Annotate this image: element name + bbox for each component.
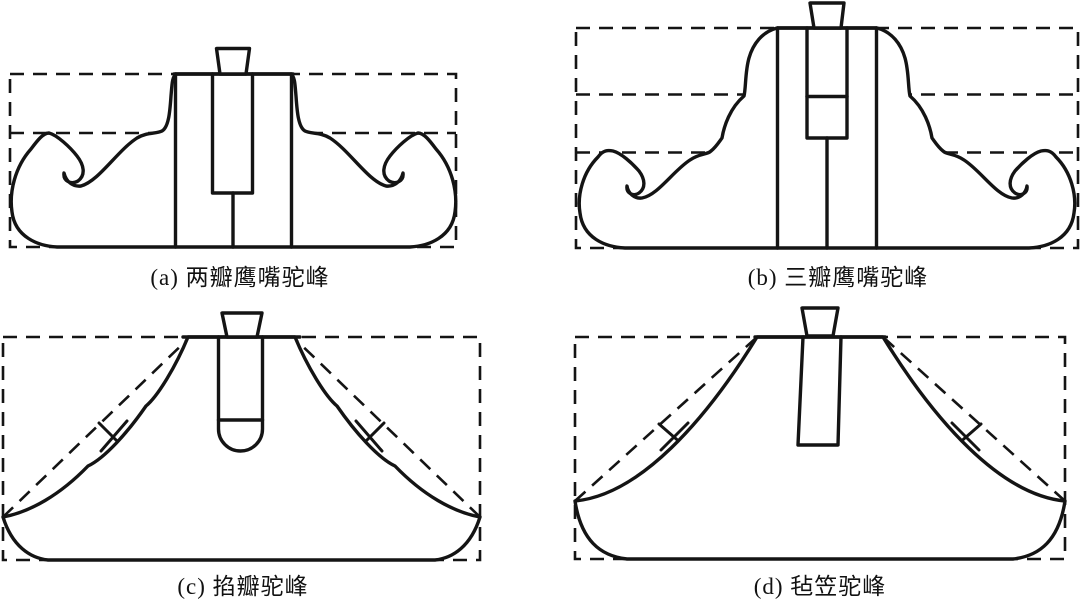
diagonal-left-dashed-d <box>574 336 758 502</box>
panel-c-drawing <box>1 311 482 562</box>
tenon-d <box>800 306 840 338</box>
hump-outline-d <box>573 335 1067 561</box>
caption-panel-b: (b) 三瓣鹰嘴驼峰 <box>747 265 929 290</box>
tenon-b <box>808 1 846 30</box>
tenon-a <box>214 46 252 76</box>
panel-a-drawing <box>8 46 458 249</box>
diagonal-right-dashed-d <box>882 336 1066 502</box>
caption-panel-c: (c) 掐瓣驼峰 <box>177 574 309 599</box>
diagonal-left-dashed-c <box>2 336 191 518</box>
tenon-c <box>220 311 264 339</box>
panel-d-drawing <box>573 306 1067 561</box>
diagonal-right-dashed-c <box>292 336 481 518</box>
caption-panel-d: (d) 毡笠驼峰 <box>753 574 887 599</box>
caption-panel-a: (a) 两瓣鹰嘴驼峰 <box>150 265 330 290</box>
mortise-slot-c <box>216 335 265 453</box>
panel-b-drawing <box>574 1 1080 250</box>
mortise-slot-d <box>796 335 843 447</box>
